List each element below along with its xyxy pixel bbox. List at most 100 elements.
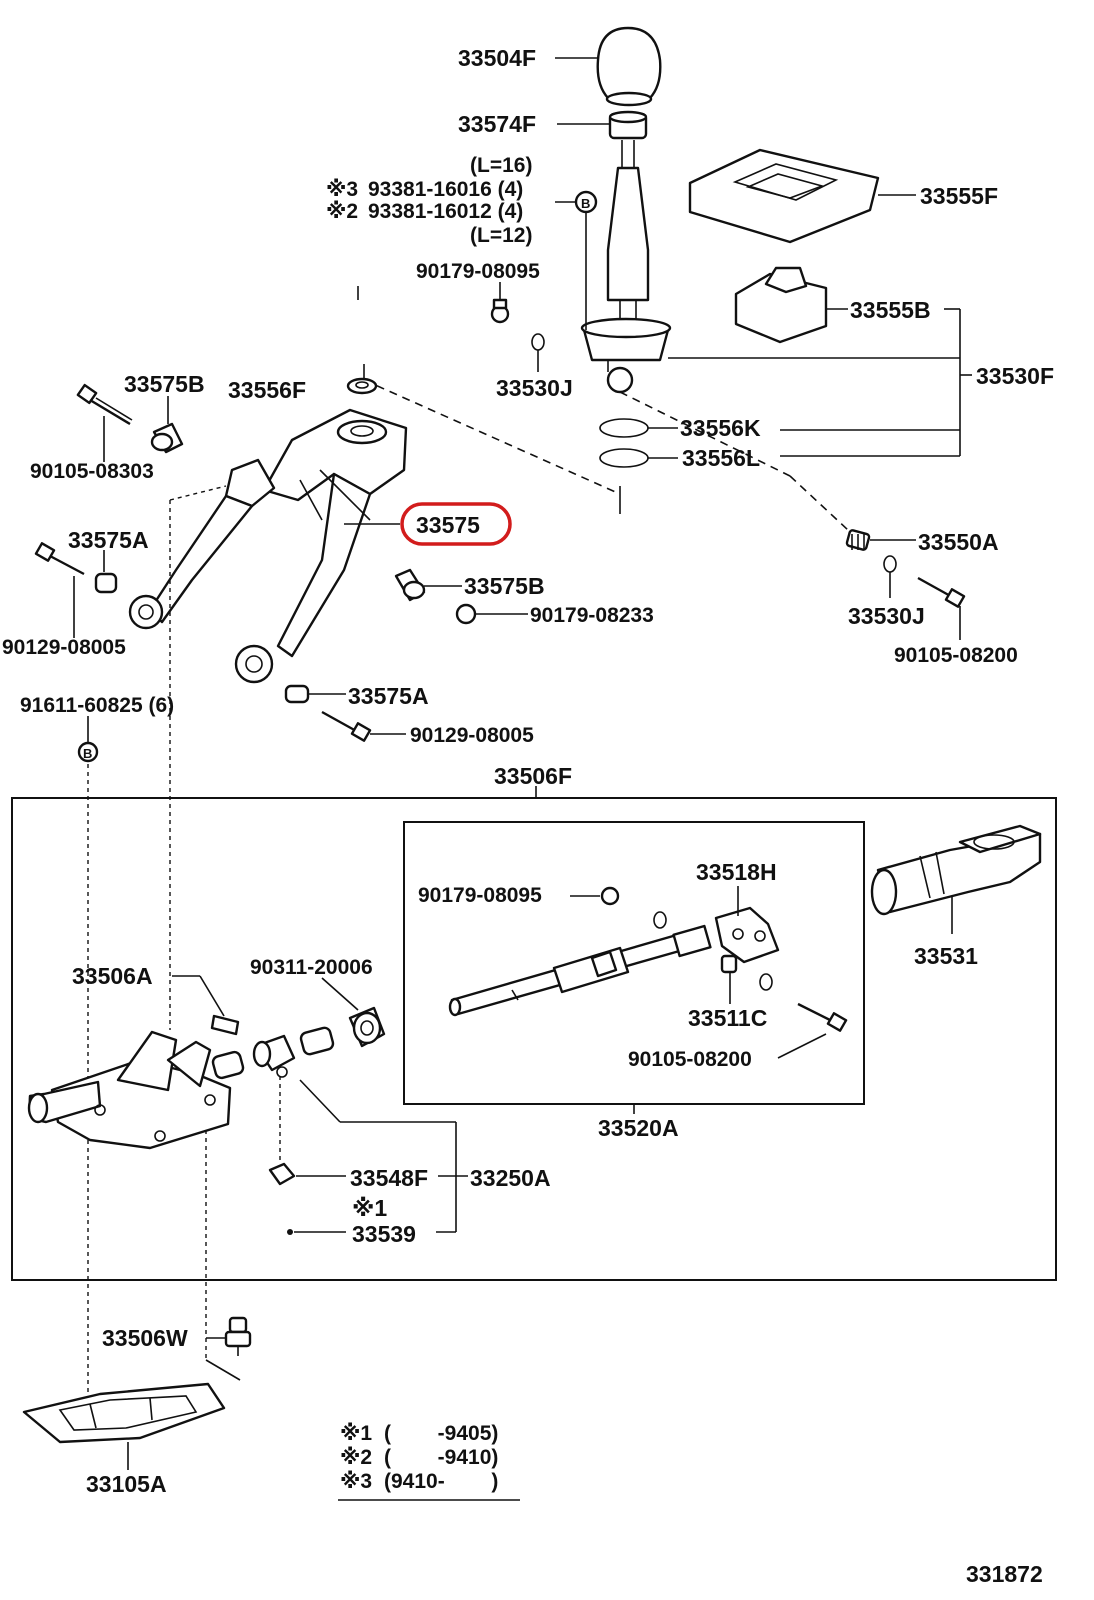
label-33520a: 33520A [598,1115,679,1141]
housing-33250a-drawing [27,1030,232,1150]
legend-mark: ※3 [340,1470,372,1493]
label-l12: (L=12) [470,224,532,247]
label-33530j-top: 33530J [496,375,573,401]
ring-33556k-drawing [599,418,678,438]
legend-range: ( -9405) [384,1422,498,1445]
bush-33575a-left-drawing [94,550,118,594]
label-33518h: 33518H [696,859,777,885]
label-33555b: 33555B [850,297,931,323]
oring-inner-drawing [653,911,667,929]
shift-boot-drawing [688,148,916,244]
label-90311-20006: 90311-20006 [250,956,373,979]
svg-text:B: B [83,746,92,761]
label-90129-08005-left: 90129-08005 [2,636,126,659]
label-93381-16016: 93381-16016 (4) [368,178,523,201]
shift-lever-drawing [580,140,672,394]
label-33575b-mid: 33575B [464,573,545,599]
bush-33575b-mid-drawing [394,568,462,602]
label-91611-60825: 91611-60825 (6) [20,694,174,717]
ring-33556l-drawing [599,448,678,468]
legend-range: ( -9410) [384,1446,498,1469]
label-33574f: 33574F [458,111,536,137]
label-93381-16012: 93381-16012 (4) [368,200,523,223]
shift-knob-drawing [555,26,662,107]
shift-shaft-drawing [448,924,712,1017]
guide-line [619,391,791,477]
nut-90179-08233-drawing [455,603,528,625]
label-33530f: 33530F [976,363,1054,389]
label-33531: 33531 [914,943,978,969]
nut-90179-inner-drawing [570,886,620,906]
bolt-33506a-drawing [172,975,240,1036]
bolt-93381-drawing: B [555,190,598,330]
label-90179-08095-inner: 90179-08095 [418,884,542,907]
label-33575a-low: 33575A [348,683,429,709]
svg-text:B: B [581,196,590,211]
label-mark1: ※1 [352,1195,387,1221]
lever-retainer-33575-drawing [128,408,408,684]
bush-33575a-low-drawing [284,684,346,704]
label-33575a-left: 33575A [68,527,149,553]
oring-top-drawing [531,333,545,372]
label-90105-08200-right: 90105-08200 [894,644,1018,667]
pin-33539-drawing [287,1229,346,1235]
bolt-90129-low-drawing [321,710,406,742]
bolt-90129-left-drawing [34,542,85,638]
cover-33531-drawing [870,824,1042,934]
label-33556l: 33556L [682,445,760,471]
label-90129-08005-low: 90129-08005 [410,724,534,747]
bushings-drawing [211,1026,335,1080]
legend: ※1 ( -9405) ※2 ( -9410) ※3 (9410- ) [340,1422,498,1493]
label-33539: 33539 [352,1221,416,1247]
label-33250a: 33250A [470,1165,551,1191]
housing-assy-box [11,797,1057,1281]
nut-90179-upper-drawing [490,282,510,324]
base-33105a-drawing [22,1382,226,1470]
label-33556k: 33556K [680,415,761,441]
label-90105-08200-inner: 90105-08200 [628,1048,752,1071]
label-33506w: 33506W [102,1325,188,1351]
label-33506a: 33506A [72,963,153,989]
pin-33511c-drawing [720,954,738,1004]
bolt-90105-08200-right-drawing [917,576,966,640]
legend-mark: ※1 [340,1422,372,1445]
label-mark2: ※2 [326,200,358,223]
label-33530j-right: 33530J [848,603,925,629]
knob-nut-drawing [557,110,648,140]
seat-33556f-drawing [346,377,378,395]
label-33506f: 33506F [494,763,572,789]
label-33511c: 33511C [688,1005,767,1031]
label-90105-08303: 90105-08303 [30,460,154,483]
legend-range: (9410- ) [384,1470,498,1493]
spring-33550a-drawing [845,529,916,551]
guide-line [789,475,849,531]
diagram-id: 331872 [966,1561,1043,1587]
label-l16: (L=16) [470,154,532,177]
lever-assy-bracket [668,308,972,457]
guide-line [169,485,227,501]
label-33575: 33575 [416,512,480,538]
label-33548f: 33548F [350,1165,428,1191]
legend-mark: ※2 [340,1446,372,1469]
yoke-33518h-drawing [714,886,780,964]
label-33575b-top: 33575B [124,371,205,397]
label-90179-08233: 90179-08233 [530,604,654,627]
guide-line [363,379,621,495]
oring-inner-drawing [759,973,773,991]
label-33555f: 33555F [920,183,998,209]
bush-33575b-top-drawing [150,396,184,454]
label-33550a: 33550A [918,529,999,555]
housing-sub-bracket [299,1079,468,1233]
bolt-90105-inner-drawing [777,1002,848,1059]
breather-33506w-drawing [206,1316,252,1356]
bush-90311-drawing [321,977,386,1048]
label-90179-08095-upper: 90179-08095 [416,260,540,283]
oring-right-drawing [883,555,897,598]
label-33105a: 33105A [86,1471,167,1497]
label-33504f: 33504F [458,45,536,71]
bolt-90105-08303-drawing [76,383,133,462]
label-33556f: 33556F [228,377,306,403]
guide-line [205,1359,241,1381]
plug-33548f-drawing [268,1076,346,1186]
